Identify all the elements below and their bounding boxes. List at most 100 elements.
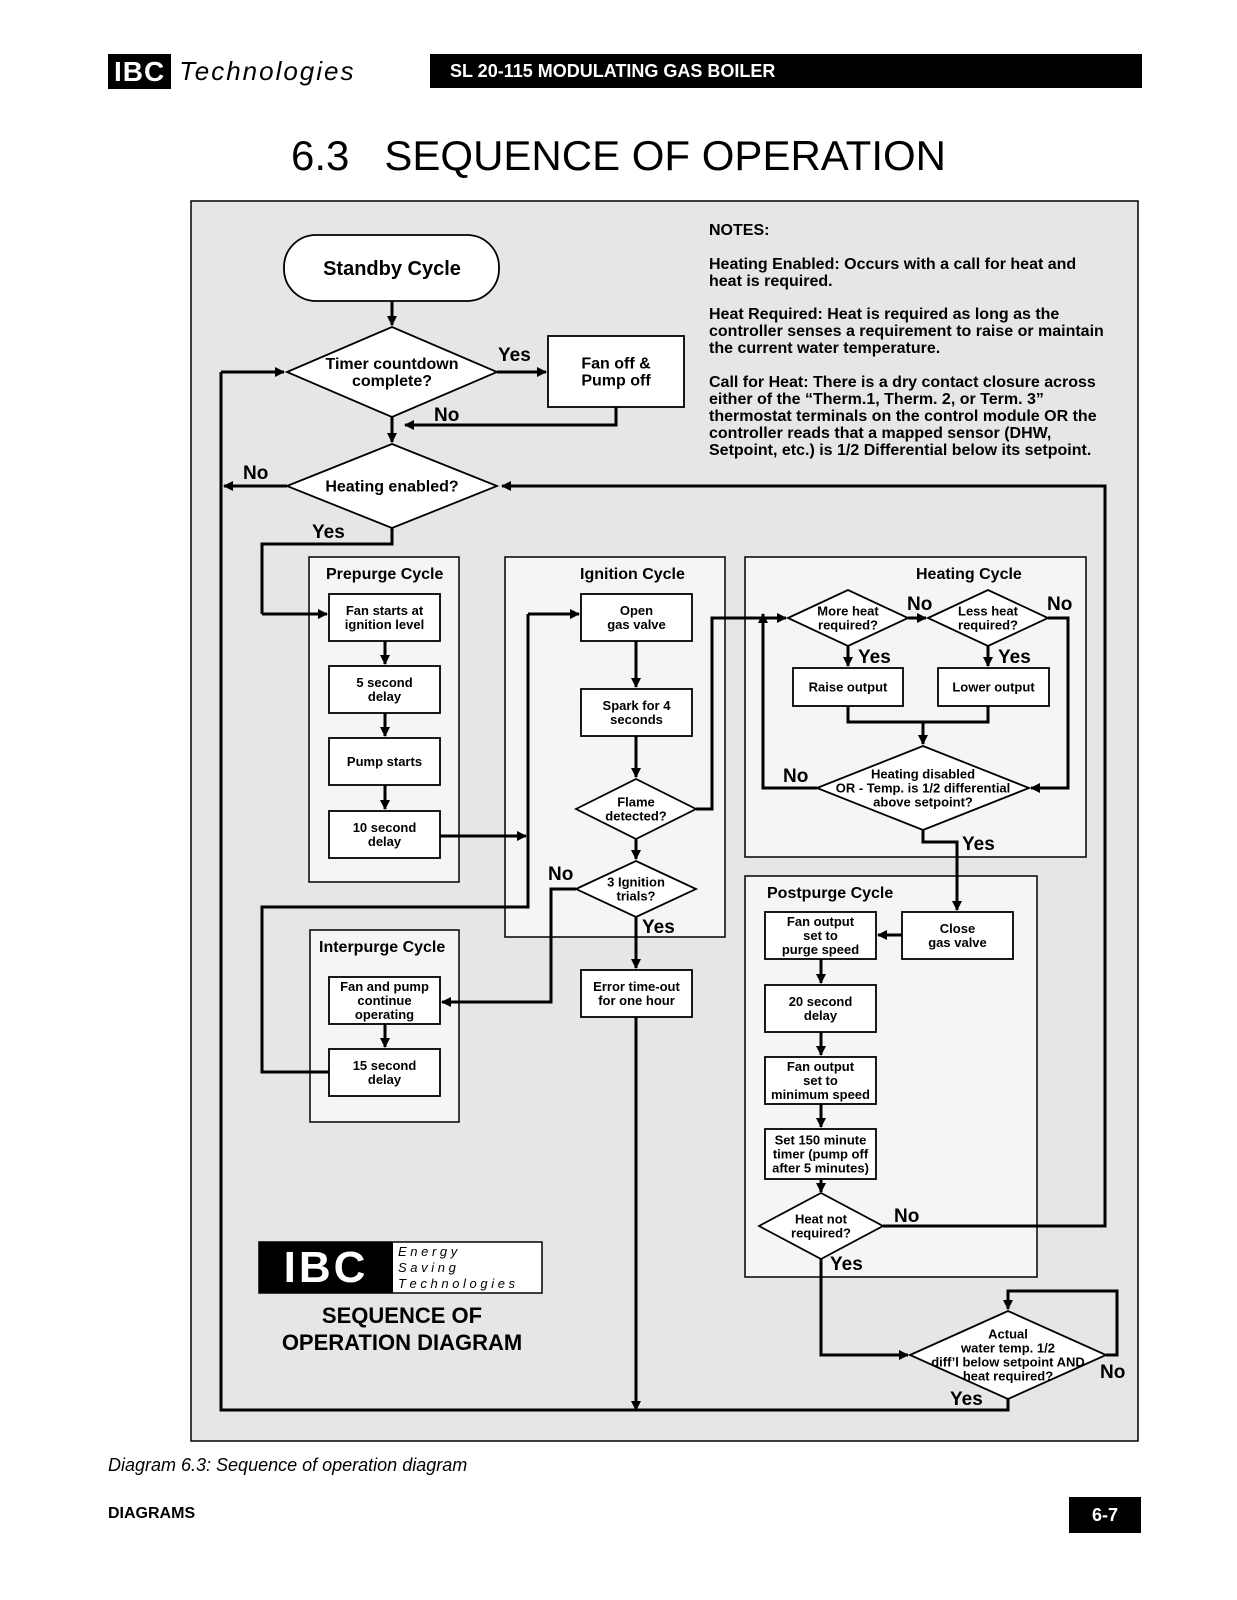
fan-purge-speed-box-text: set to bbox=[803, 928, 838, 943]
heat-not-required-decision-text: Heat not bbox=[795, 1212, 848, 1227]
delay-5-box-text: delay bbox=[368, 689, 402, 704]
fan-min-speed-box-text: set to bbox=[803, 1073, 838, 1088]
pump-starts-box bbox=[328, 737, 441, 786]
delay-5-box-text: 5 second bbox=[356, 675, 412, 690]
notes-line: thermostat terminals on the control modu… bbox=[709, 408, 1097, 425]
label-yes: Yes bbox=[830, 1254, 863, 1275]
delay-20-box-text: delay bbox=[804, 1008, 838, 1023]
ignition-trials-decision-text: trials? bbox=[616, 889, 655, 904]
standby-cycle-text: Standby Cycle bbox=[323, 258, 461, 280]
label-no: No bbox=[783, 766, 808, 787]
set-timer-box bbox=[764, 1128, 877, 1180]
fan-starts-box-text: ignition level bbox=[345, 617, 424, 632]
edge-disabled-no bbox=[758, 613, 817, 790]
heating-enabled-decision bbox=[284, 443, 500, 529]
fan-purge-speed-box-text: Fan output bbox=[787, 914, 855, 929]
fan-min-speed-box-text: Fan output bbox=[787, 1059, 855, 1074]
edge-actual-temp-no bbox=[1003, 1289, 1119, 1357]
notes-heading: NOTES: bbox=[709, 222, 769, 239]
fan-starts-box-text: Fan starts at bbox=[346, 603, 424, 618]
delay-20-box bbox=[764, 984, 877, 1033]
fan-min-speed-box-text: minimum speed bbox=[771, 1087, 870, 1102]
less-heat-decision bbox=[925, 589, 1051, 647]
fan-pump-continue-box bbox=[328, 976, 441, 1025]
set-timer-box-text: Set 150 minute bbox=[775, 1133, 867, 1148]
brand-caption: OPERATION DIAGRAM bbox=[282, 1330, 522, 1355]
edge-trials-no bbox=[441, 887, 576, 1007]
heat-not-required-decision-text: required? bbox=[791, 1226, 851, 1241]
delay-5-box bbox=[328, 665, 441, 714]
edge-outputs-merge bbox=[846, 706, 990, 724]
heating-enabled-decision-text: Heating enabled? bbox=[325, 479, 458, 496]
flame-detected-decision-text: detected? bbox=[605, 809, 666, 824]
actual-water-temp-decision-text: diff’l below setpoint AND bbox=[931, 1355, 1085, 1370]
delay-15-box-text: delay bbox=[368, 1072, 402, 1087]
close-gas-valve-box bbox=[901, 911, 1014, 960]
timer-countdown-decision-text: complete? bbox=[352, 373, 432, 390]
notes-line: controller senses a requirement to raise… bbox=[709, 323, 1104, 340]
fan-purge-speed-box-text: purge speed bbox=[782, 942, 859, 957]
brand-tagline: S a v i n g bbox=[398, 1260, 457, 1275]
less-heat-decision-text: required? bbox=[958, 618, 1018, 633]
heating-cycle-title: Heating Cycle bbox=[916, 566, 1022, 583]
error-timeout-box bbox=[580, 969, 693, 1018]
spark-box bbox=[580, 688, 693, 737]
page-title: 6.3 SEQUENCE OF OPERATION bbox=[290, 132, 947, 179]
set-timer-box-text: after 5 minutes) bbox=[772, 1161, 869, 1176]
delay-10-box bbox=[328, 810, 441, 859]
delay-10-box-text: delay bbox=[368, 834, 402, 849]
notes-line: Heat Required: Heat is required as long … bbox=[709, 306, 1059, 323]
ignition-trials-decision bbox=[573, 860, 699, 918]
edge-return-loop bbox=[219, 372, 1010, 1412]
more-heat-decision-text: required? bbox=[818, 618, 878, 633]
lower-output-box bbox=[937, 667, 1050, 707]
label-no: No bbox=[434, 405, 459, 426]
open-gas-valve-box-text: Open bbox=[620, 603, 653, 618]
fan-off-box-text: Pump off bbox=[581, 373, 651, 390]
timer-countdown-decision bbox=[284, 326, 500, 418]
footer-section: DIAGRAMS bbox=[108, 1505, 196, 1522]
edge-fanoff-to-merge bbox=[404, 407, 618, 430]
notes-line: either of the “Therm.1, Therm. 2, or Ter… bbox=[709, 391, 1044, 408]
label-yes: Yes bbox=[858, 647, 891, 668]
label-no: No bbox=[894, 1206, 919, 1227]
spark-box-text: Spark for 4 bbox=[603, 698, 672, 713]
postpurge-cycle-title: Postpurge Cycle bbox=[767, 885, 893, 902]
fan-min-speed-box bbox=[764, 1056, 877, 1105]
close-gas-valve-box-text: gas valve bbox=[928, 935, 987, 950]
actual-water-temp-decision bbox=[907, 1310, 1109, 1400]
fan-purge-speed-box bbox=[764, 911, 877, 960]
edge-heat-not-req-no bbox=[501, 481, 1107, 1228]
label-yes: Yes bbox=[962, 834, 995, 855]
heating-disabled-decision bbox=[814, 745, 1032, 831]
raise-output-box-text: Raise output bbox=[809, 680, 888, 695]
flame-detected-decision-text: Flame bbox=[617, 795, 655, 810]
ibc-logo: IBC bbox=[108, 54, 172, 89]
fan-pump-continue-box-text: operating bbox=[355, 1007, 414, 1022]
actual-water-temp-decision-text: water temp. 1/2 bbox=[960, 1341, 1055, 1356]
delay-15-box bbox=[328, 1048, 441, 1097]
label-yes: Yes bbox=[998, 647, 1031, 668]
ignition-cycle-title: Ignition Cycle bbox=[580, 566, 685, 583]
fan-off-box-text: Fan off & bbox=[581, 355, 651, 372]
actual-water-temp-decision-text: heat required? bbox=[963, 1369, 1053, 1384]
notes-line: controller reads that a mapped sensor (D… bbox=[709, 425, 1051, 442]
heating-disabled-decision-text: OR - Temp. is 1/2 differential bbox=[836, 781, 1011, 796]
actual-water-temp-decision-text: Actual bbox=[988, 1326, 1028, 1341]
page-number: 6-7 bbox=[1069, 1497, 1141, 1533]
edge-heat-not-req-yes bbox=[819, 1259, 909, 1360]
label-no: No bbox=[548, 864, 573, 885]
pump-starts-box-text: Pump starts bbox=[347, 754, 422, 769]
heat-not-required-decision bbox=[757, 1191, 885, 1261]
more-heat-decision bbox=[785, 589, 911, 647]
lower-output-box-text: Lower output bbox=[952, 680, 1035, 695]
label-no: No bbox=[1047, 594, 1072, 615]
edge-heating-yes-a bbox=[260, 528, 394, 614]
interpurge-cycle-title: Interpurge Cycle bbox=[319, 939, 445, 956]
ignition-trials-decision-text: 3 Ignition bbox=[607, 875, 665, 890]
fan-starts-box bbox=[328, 593, 441, 642]
label-yes: Yes bbox=[950, 1389, 983, 1410]
notes-line: Heating Enabled: Occurs with a call for … bbox=[709, 256, 1076, 273]
heating-disabled-decision-text: above setpoint? bbox=[873, 795, 973, 810]
